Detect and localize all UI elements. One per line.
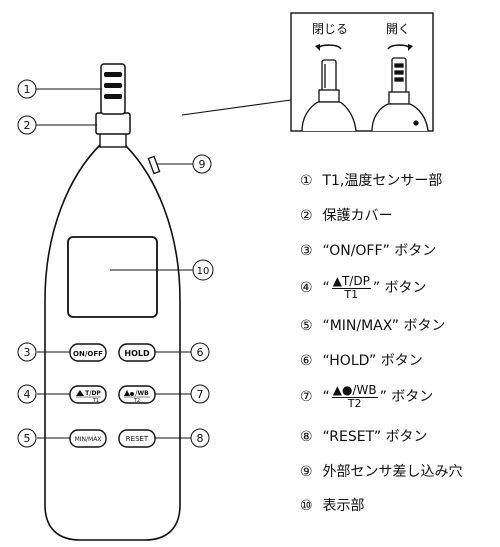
callout-7: 7 [190, 384, 210, 404]
svg-text:10: 10 [197, 266, 210, 277]
legend-text: “HOLD” ボタン [322, 353, 423, 369]
callout-3: 3 [17, 342, 37, 362]
legend-frac-bottom: T2 [347, 397, 362, 410]
reset-button[interactable]: RESET [118, 429, 156, 448]
inset-open-sensor [371, 57, 429, 132]
external-sensor-jack [147, 155, 161, 175]
minmax-button-label: MIN/MAX [75, 436, 102, 443]
legend-text: T1,温度センサー部 [322, 173, 443, 189]
svg-text:1: 1 [24, 83, 31, 96]
sensor-slot [104, 94, 122, 99]
protective-cover [95, 112, 131, 135]
legend-suffix: ボタン [391, 389, 434, 405]
legend-num: ⑨ [300, 464, 313, 480]
display-screen [67, 236, 158, 318]
legend-quote-close: ” [372, 280, 381, 296]
onoff-button-label: ON/OFF [73, 350, 103, 358]
legend-text: 表示部 [322, 498, 365, 514]
legend-text: 外部センサ差し込み穴 [322, 464, 463, 480]
callout-1: 1 [17, 79, 37, 99]
legend-frac-top: T/DP [341, 274, 370, 288]
callout-5: 5 [17, 428, 37, 448]
svg-text:6: 6 [197, 346, 204, 359]
svg-text:2: 2 [24, 119, 31, 132]
legend-text: “RESET” ボタン [322, 429, 428, 445]
legend-item-3: ③ “ON/OFF” ボタン [300, 242, 436, 260]
legend-item-6: ⑥ “HOLD” ボタン [300, 352, 423, 370]
legend-num: ⑦ [300, 389, 313, 405]
triangle-drop-icon: ▲● [332, 383, 353, 397]
wb-button-bottom: T2 [133, 398, 140, 404]
legend-text: “MIN/MAX” ボタン [322, 318, 446, 334]
svg-text:8: 8 [197, 432, 204, 445]
hold-button[interactable]: HOLD [118, 343, 156, 362]
triangle-icon [76, 390, 84, 396]
svg-text:5: 5 [24, 432, 31, 445]
legend-num: ④ [300, 280, 313, 296]
legend-quote-open: “ [322, 280, 330, 296]
legend-item-1: ① T1,温度センサー部 [300, 172, 442, 190]
triangle-icon: ▲ [332, 274, 342, 288]
callout-9: 9 [192, 154, 212, 174]
legend-frac-top: /WB [352, 383, 377, 397]
svg-text:4: 4 [24, 388, 31, 401]
legend-text: 保護カバー [322, 208, 393, 224]
legend-num: ⑤ [300, 318, 313, 334]
sensor-slot [104, 72, 122, 77]
triangle-icon [124, 390, 130, 396]
minmax-button[interactable]: MIN/MAX [69, 429, 107, 448]
legend-frac-bottom: T1 [344, 288, 359, 301]
inset-close-label: 閉じる [312, 22, 348, 36]
legend-quote-close: ” [379, 389, 387, 405]
callout-2: 2 [17, 115, 37, 135]
legend-num: ⑧ [300, 429, 313, 445]
tdp-button-top: T/DP [85, 390, 101, 397]
legend-item-8: ⑧ “RESET” ボタン [300, 428, 428, 446]
legend-num: ② [300, 208, 313, 224]
temperature-sensor [100, 63, 126, 115]
legend-text: “ON/OFF” ボタン [322, 243, 437, 259]
wb-button-top: /WB [135, 390, 149, 397]
arrow-head [315, 44, 320, 51]
svg-text:9: 9 [199, 158, 206, 171]
legend-quote-open: “ [322, 389, 330, 405]
callout-lines [36, 88, 292, 439]
legend-item-10: ⑩ 表示部 [300, 497, 364, 515]
tdp-button-bottom: T1 [92, 398, 99, 404]
device-body [44, 144, 181, 541]
legend-num: ① [300, 173, 313, 189]
legend-item-5: ⑤ “MIN/MAX” ボタン [300, 317, 446, 335]
svg-text:3: 3 [24, 346, 31, 359]
tdp-button[interactable]: T/DP T1 [69, 385, 107, 404]
sensor-slot [104, 83, 122, 88]
callout-10: 10 [192, 259, 214, 281]
legend-num: ⑩ [300, 498, 313, 514]
inset-open-label: 開く [386, 22, 410, 36]
legend-num: ③ [300, 243, 313, 259]
legend-item-9: ⑨ 外部センサ差し込み穴 [300, 463, 462, 481]
arrow-head [408, 44, 413, 51]
svg-text:7: 7 [197, 388, 204, 401]
wb-button[interactable]: /WB T2 [118, 385, 156, 404]
reset-button-label: RESET [126, 435, 149, 443]
callout-8: 8 [190, 428, 210, 448]
legend-num: ⑥ [300, 353, 313, 369]
onoff-button[interactable]: ON/OFF [69, 343, 107, 362]
legend-item-2: ② 保護カバー [300, 207, 392, 225]
hold-button-label: HOLD [124, 349, 150, 358]
callout-6: 6 [190, 342, 210, 362]
callout-4: 4 [17, 384, 37, 404]
legend-suffix: ボタン [384, 280, 427, 296]
inset-closed-sensor [301, 59, 357, 132]
drop-icon [130, 392, 134, 396]
